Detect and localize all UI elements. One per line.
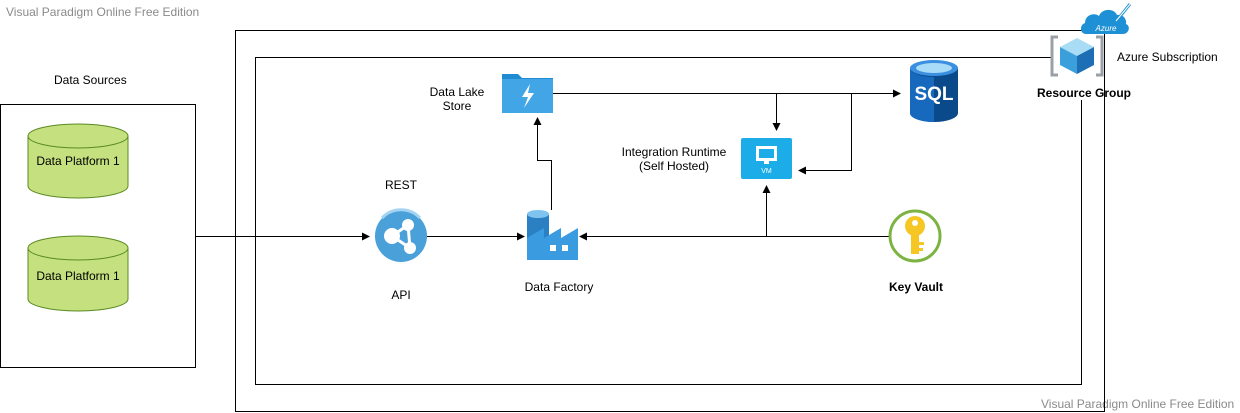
rest-label: REST xyxy=(384,178,417,192)
integration-runtime-label-line1: Integration Runtime xyxy=(621,145,727,159)
data-sources-title: Data Sources xyxy=(54,73,127,87)
sql-icon-text: SQL xyxy=(914,84,954,105)
data-lake-label-line2: Store xyxy=(442,99,472,113)
data-platform-cylinder-1[interactable] xyxy=(27,123,129,199)
vm-icon-text: VM xyxy=(761,168,772,175)
data-platform-label-1: Data Platform 1 xyxy=(36,154,120,168)
api-icon[interactable] xyxy=(375,208,427,262)
data-lake-label: Data Lake Store xyxy=(417,85,497,113)
sql-database-icon[interactable] xyxy=(910,60,958,122)
data-platform-label-2: Data Platform 1 xyxy=(36,269,120,283)
data-factory-label: Data Factory xyxy=(524,280,594,294)
connector-sql-to-runtime xyxy=(798,93,852,175)
resource-group-label: Resource Group xyxy=(1036,86,1132,100)
azure-subscription-label: Azure Subscription xyxy=(1117,50,1218,64)
data-lake-icon[interactable] xyxy=(502,74,553,113)
data-factory-icon[interactable] xyxy=(527,210,578,260)
key-vault-icon[interactable] xyxy=(888,209,942,263)
api-label: API xyxy=(391,288,411,302)
watermark-bottom: Visual Paradigm Online Free Edition xyxy=(1041,397,1235,411)
resource-group-container xyxy=(255,57,1082,385)
vm-icon[interactable] xyxy=(741,138,792,179)
watermark-top: Visual Paradigm Online Free Edition xyxy=(6,5,200,19)
azure-subscription-container xyxy=(235,30,1105,412)
integration-runtime-label: Integration Runtime (Self Hosted) xyxy=(611,145,737,173)
connector-keyvault-to-runtime xyxy=(762,185,890,237)
key-vault-label: Key Vault xyxy=(888,280,944,294)
data-platform-cylinder-2[interactable] xyxy=(27,235,129,312)
integration-runtime-label-line2: (Self Hosted) xyxy=(638,159,710,173)
azure-badge-text: Azure xyxy=(1095,24,1117,33)
data-sources-container xyxy=(0,104,196,368)
data-lake-label-line1: Data Lake xyxy=(429,85,485,99)
resource-group-icon[interactable] xyxy=(1050,35,1104,77)
connector-factory-to-datalake xyxy=(533,117,552,210)
azure-cloud-icon xyxy=(1080,2,1132,34)
